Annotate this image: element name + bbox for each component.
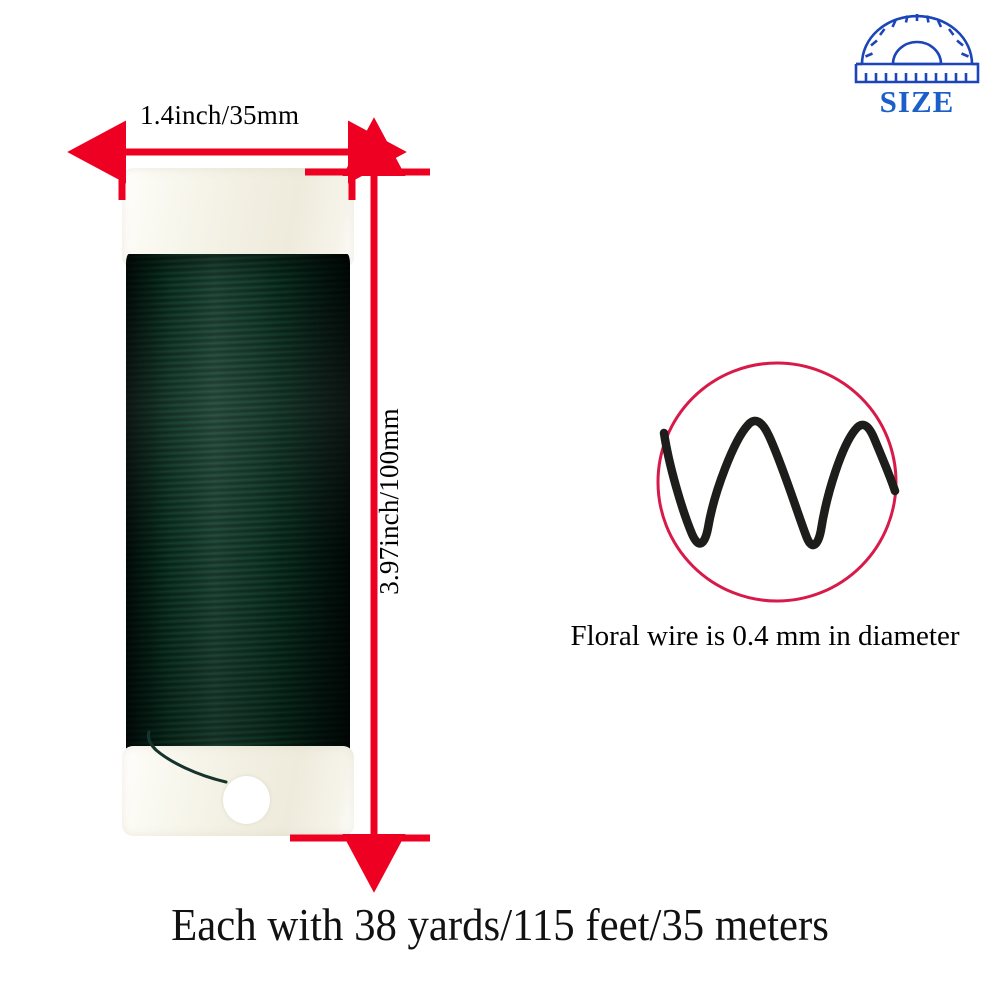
loose-wire-end — [146, 730, 228, 784]
size-logo-text: SIZE — [879, 84, 955, 119]
spool-center-hole — [223, 776, 270, 824]
height-dimension-label: 3.97inch/100mm — [373, 408, 404, 595]
spool-flange-top — [122, 168, 354, 268]
zigzag-wire-illustration — [659, 416, 900, 550]
size-logo: SIZE — [852, 8, 982, 120]
detail-circle-outline — [656, 361, 898, 603]
wire-detail-inset — [656, 361, 900, 603]
wire-diameter-caption: Floral wire is 0.4 mm in diameter — [570, 620, 960, 652]
spool-wire-coil — [126, 254, 350, 762]
length-caption: Each with 38 yards/115 feet/35 meters — [171, 899, 829, 950]
floral-wire-spool — [122, 168, 354, 836]
width-dimension-label: 1.4inch/35mm — [140, 100, 300, 130]
protractor-ruler-icon — [854, 14, 980, 84]
